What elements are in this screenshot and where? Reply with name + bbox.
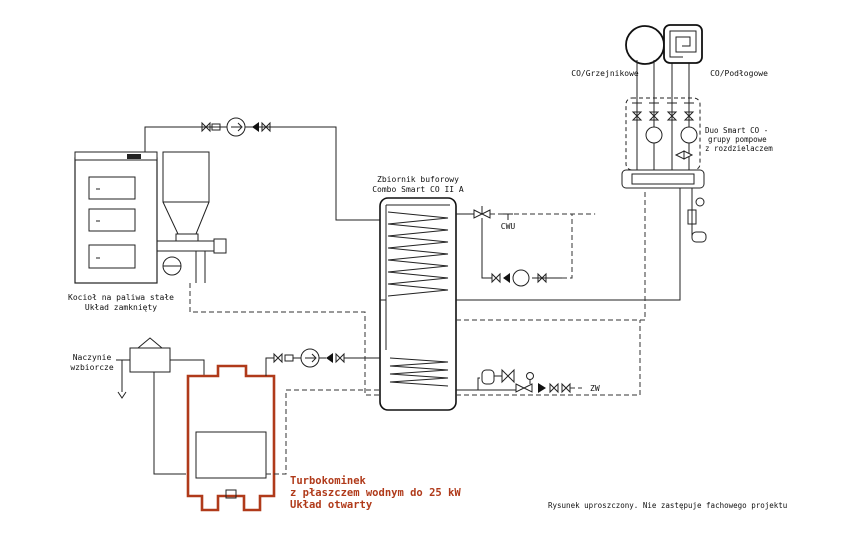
boiler-label-2: Układ zamknięty: [85, 303, 157, 312]
expansion-vessel-icon: [481, 369, 495, 385]
fireplace-label-1: Turbokominek: [290, 475, 367, 487]
open-expansion-vessel: [116, 337, 171, 399]
manometer-icon: [695, 197, 705, 207]
water-jacket-fireplace: [186, 364, 276, 512]
co-grzejnikowe-label: CO/Grzejnikowe: [571, 69, 639, 78]
pump-group-label-1: Duo Smart CO -: [705, 126, 768, 135]
expansion-label-2: wzbiorcze: [70, 363, 114, 372]
manometer-icon: [526, 372, 534, 380]
radiator-icon: [625, 25, 665, 65]
three-way-valve-icon: [674, 150, 694, 160]
pump-group-label-3: z rozdzielaczem: [705, 144, 773, 153]
tank-label-1: Zbiornik buforowy: [377, 175, 459, 184]
fireplace-label-3: Układ otwarty: [290, 499, 373, 511]
valve-icon: [201, 121, 211, 133]
boiler-pump-group: [200, 117, 272, 137]
buffer-tank: [379, 197, 457, 411]
expansion-label-1: Naczynie: [73, 353, 112, 362]
safety-group: [687, 188, 707, 243]
check-valve-icon: [326, 353, 333, 363]
pump-group-label-2: grupy pompowe: [708, 135, 767, 144]
circulation-pump-group: [491, 269, 562, 287]
check-valve-icon: [252, 122, 259, 132]
disclaimer-note: Rysunek uproszczony. Nie zastępuje facho…: [548, 501, 787, 510]
pump-icon: [512, 269, 530, 287]
underfloor-coil-icon: [663, 24, 703, 64]
boiler-label-1: Kocioł na paliwa stałe: [68, 293, 174, 302]
expansion-vessel-icon: [691, 231, 707, 243]
solid-fuel-boiler: [74, 151, 227, 284]
zw-label: ZW: [590, 384, 600, 393]
fireplace-label-2: z płaszczem wodnym do 25 kW: [290, 487, 461, 499]
co-podlogowe-label: CO/Podłogowe: [710, 69, 768, 78]
tank-label-2: Combo Smart CO II A: [372, 185, 464, 194]
pump-icon: [645, 126, 663, 144]
cold-water-valves: [501, 368, 571, 394]
pump-groups-distributor: [621, 60, 705, 189]
pump-icon: [680, 126, 698, 144]
valve-icon: [261, 121, 271, 133]
fireplace-pump-group: [273, 348, 345, 368]
cwu-label: CWU: [501, 222, 516, 231]
